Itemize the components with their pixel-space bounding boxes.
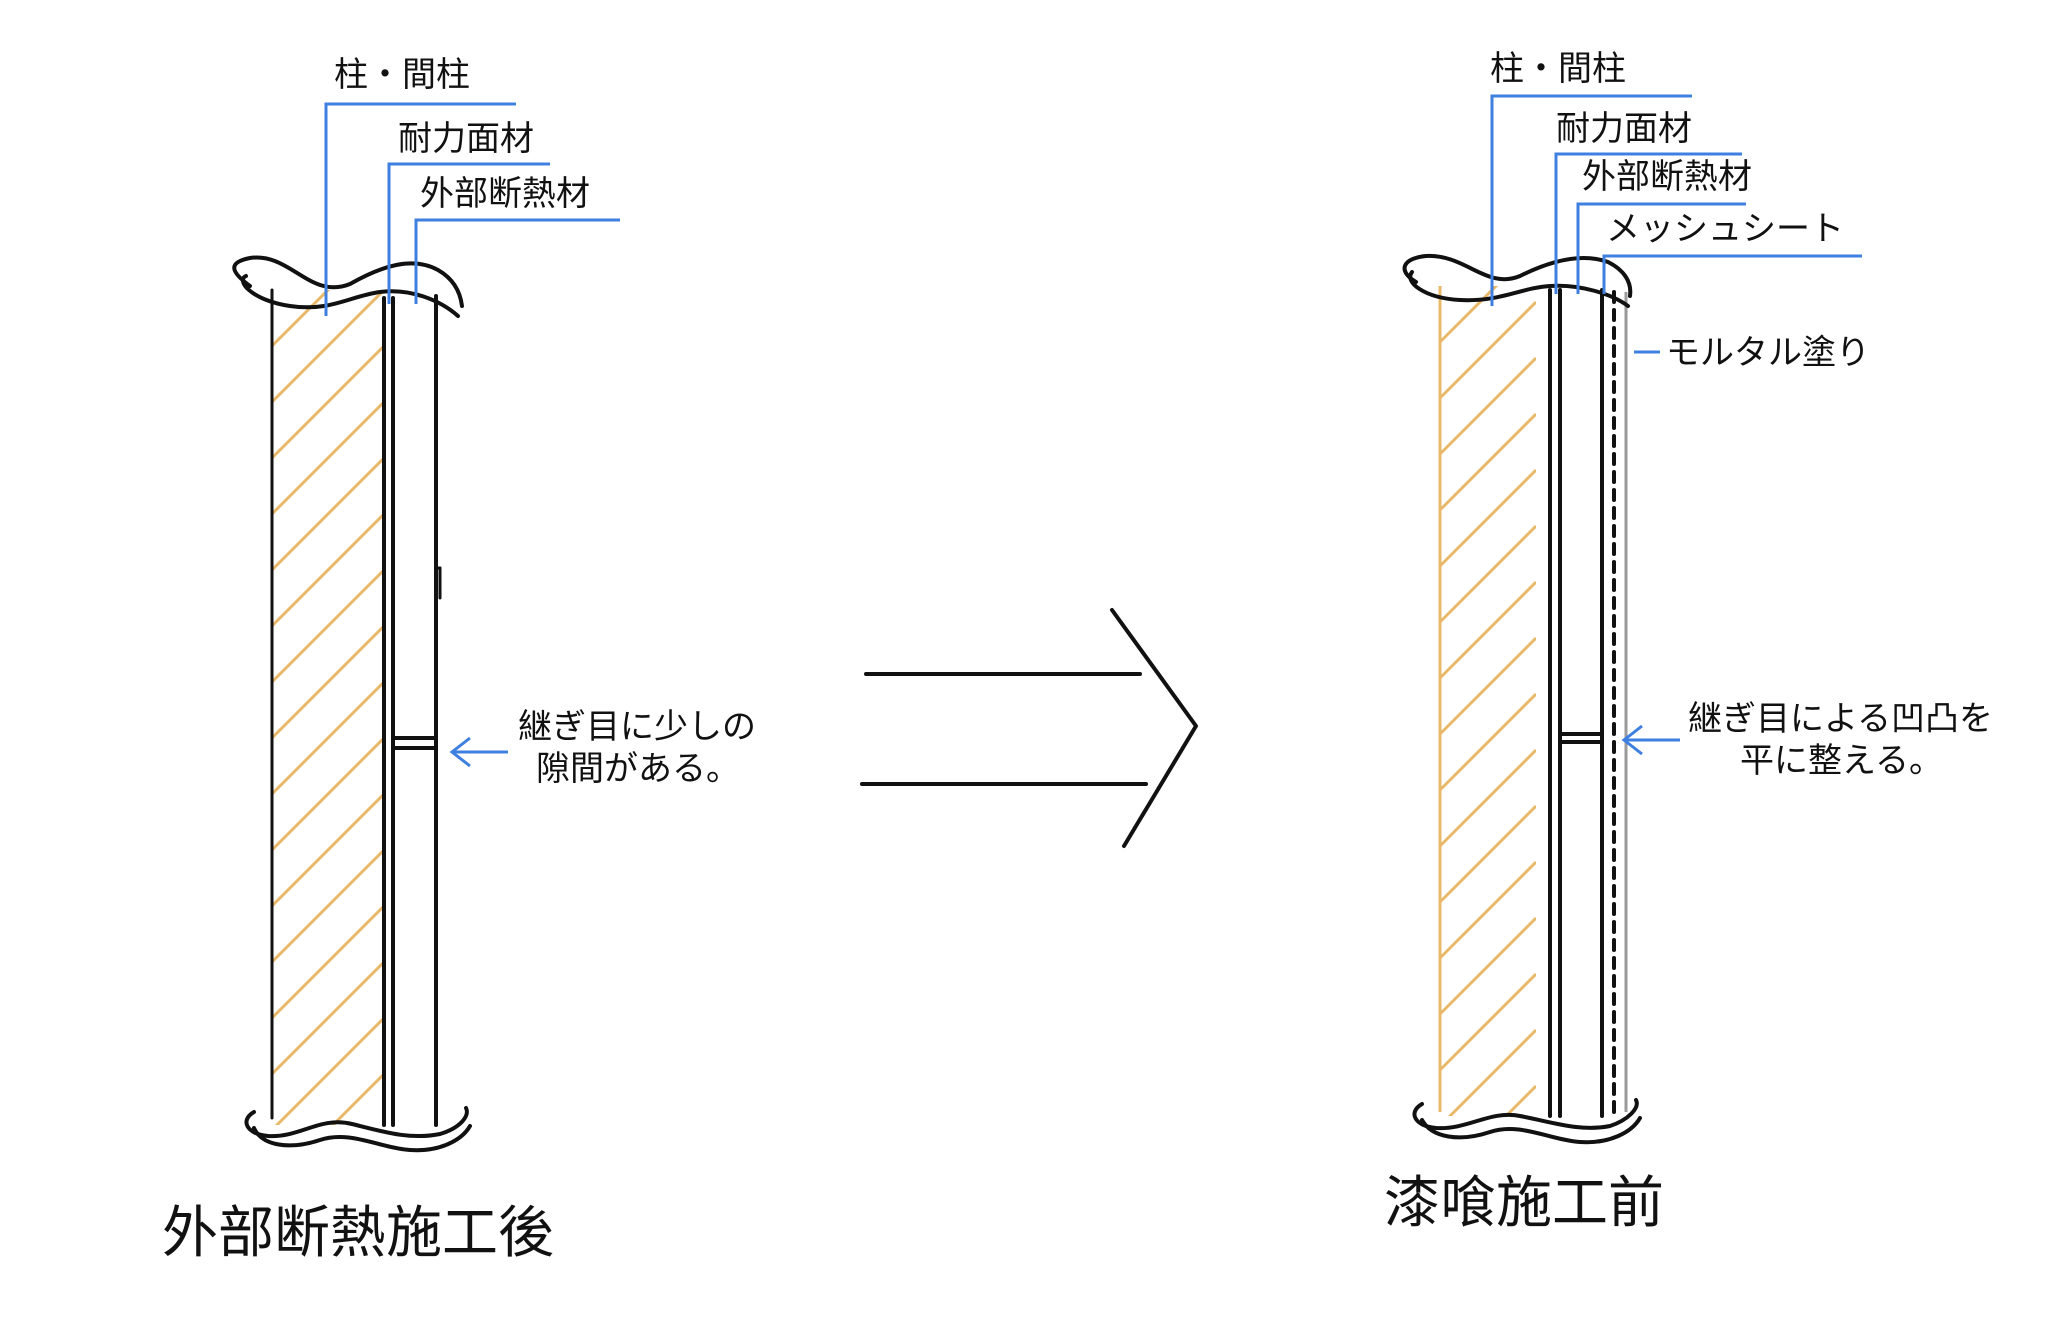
- right-break-bottom-2: [1420, 1116, 1642, 1145]
- right-note-line-1: 継ぎ目による凹凸を: [1688, 699, 1993, 739]
- left-wall-section: 柱・間柱 耐力面材 外部断熱材 継ぎ目に少しの 隙間がある。 外部断熱施工後: [162, 55, 756, 1266]
- left-leader-panel: [387, 162, 550, 304]
- wood-hatch-line: [1447, 1028, 1536, 1116]
- wood-hatch-line: [272, 904, 384, 1020]
- right-wood-hatch: [1438, 286, 1536, 1116]
- wood-hatch-line: [1438, 916, 1536, 1016]
- wood-hatch-line: [1438, 692, 1536, 792]
- wood-hatch-line: [272, 290, 384, 404]
- left-label-panel: 耐力面材: [398, 119, 534, 159]
- left-break-top: [232, 255, 464, 308]
- left-caption: 外部断熱施工後: [162, 1201, 554, 1266]
- left-break-top-2: [240, 274, 460, 318]
- wood-hatch-line: [1438, 300, 1536, 400]
- wood-hatch-line: [272, 344, 384, 460]
- right-note-line-2: 平に整える。: [1740, 741, 1943, 781]
- right-caption: 漆喰施工前: [1384, 1171, 1664, 1236]
- right-leader-pillar: [1490, 94, 1692, 306]
- left-break-bottom-2: [252, 1124, 472, 1153]
- right-wall-section: 柱・間柱 耐力面材 外部断熱材 メッシュシート モルタル塗り 継ぎ目による凹凸を…: [1384, 49, 1993, 1236]
- wood-hatch-line: [272, 960, 384, 1076]
- wood-hatch-line: [272, 736, 384, 852]
- wood-hatch-line: [272, 400, 384, 516]
- left-label-pillar: 柱・間柱: [334, 55, 470, 95]
- wood-hatch-line: [1503, 1084, 1536, 1116]
- wood-hatch-line: [1438, 860, 1536, 960]
- right-break-top-2: [1408, 270, 1630, 308]
- wood-hatch-line: [272, 456, 384, 572]
- wood-hatch-line: [272, 848, 384, 964]
- wood-hatch-line: [1438, 356, 1536, 456]
- wood-hatch-line: [1438, 524, 1536, 624]
- right-arrow-icon: [860, 608, 1198, 848]
- wood-hatch-line: [1438, 580, 1536, 680]
- right-leader-panel: [1554, 152, 1742, 294]
- wood-hatch-line: [1438, 748, 1536, 848]
- wood-hatch-line: [272, 680, 384, 796]
- wood-hatch-line: [274, 1016, 384, 1125]
- left-leader-pillar: [324, 102, 516, 316]
- wood-hatch-line: [272, 568, 384, 684]
- right-note-arrow-icon: [1621, 724, 1643, 756]
- right-label-panel: 耐力面材: [1556, 109, 1692, 149]
- wood-hatch-line: [1438, 468, 1536, 568]
- right-leader-mesh: [1602, 254, 1862, 294]
- left-note-line-2: 隙間がある。: [536, 749, 740, 789]
- wood-hatch-line: [272, 792, 384, 908]
- wood-hatch-line: [1438, 636, 1536, 736]
- right-label-mortar: モルタル塗り: [1666, 333, 1870, 373]
- left-note-arrow-icon: [449, 736, 471, 768]
- wood-hatch-line: [1438, 286, 1499, 344]
- left-wood-hatch: [272, 290, 384, 1125]
- wood-hatch-line: [1440, 286, 1443, 288]
- right-leader-insulation: [1576, 202, 1746, 294]
- right-label-pillar: 柱・間柱: [1490, 49, 1626, 89]
- right-label-insulation: 外部断熱材: [1582, 157, 1752, 197]
- left-note-line-1: 継ぎ目に少しの: [518, 707, 756, 747]
- wood-hatch-line: [330, 1072, 384, 1125]
- wood-hatch-line: [272, 624, 384, 740]
- left-leader-insulation: [414, 218, 620, 304]
- wood-hatch-line: [1438, 804, 1536, 904]
- wood-hatch-line: [1438, 412, 1536, 512]
- right-label-mesh: メッシュシート: [1606, 209, 1844, 249]
- left-label-insulation: 外部断熱材: [420, 174, 590, 214]
- wood-hatch-line: [1438, 972, 1536, 1072]
- wood-hatch-line: [272, 290, 331, 348]
- right-break-top: [1402, 253, 1633, 298]
- wood-hatch-line: [272, 512, 384, 628]
